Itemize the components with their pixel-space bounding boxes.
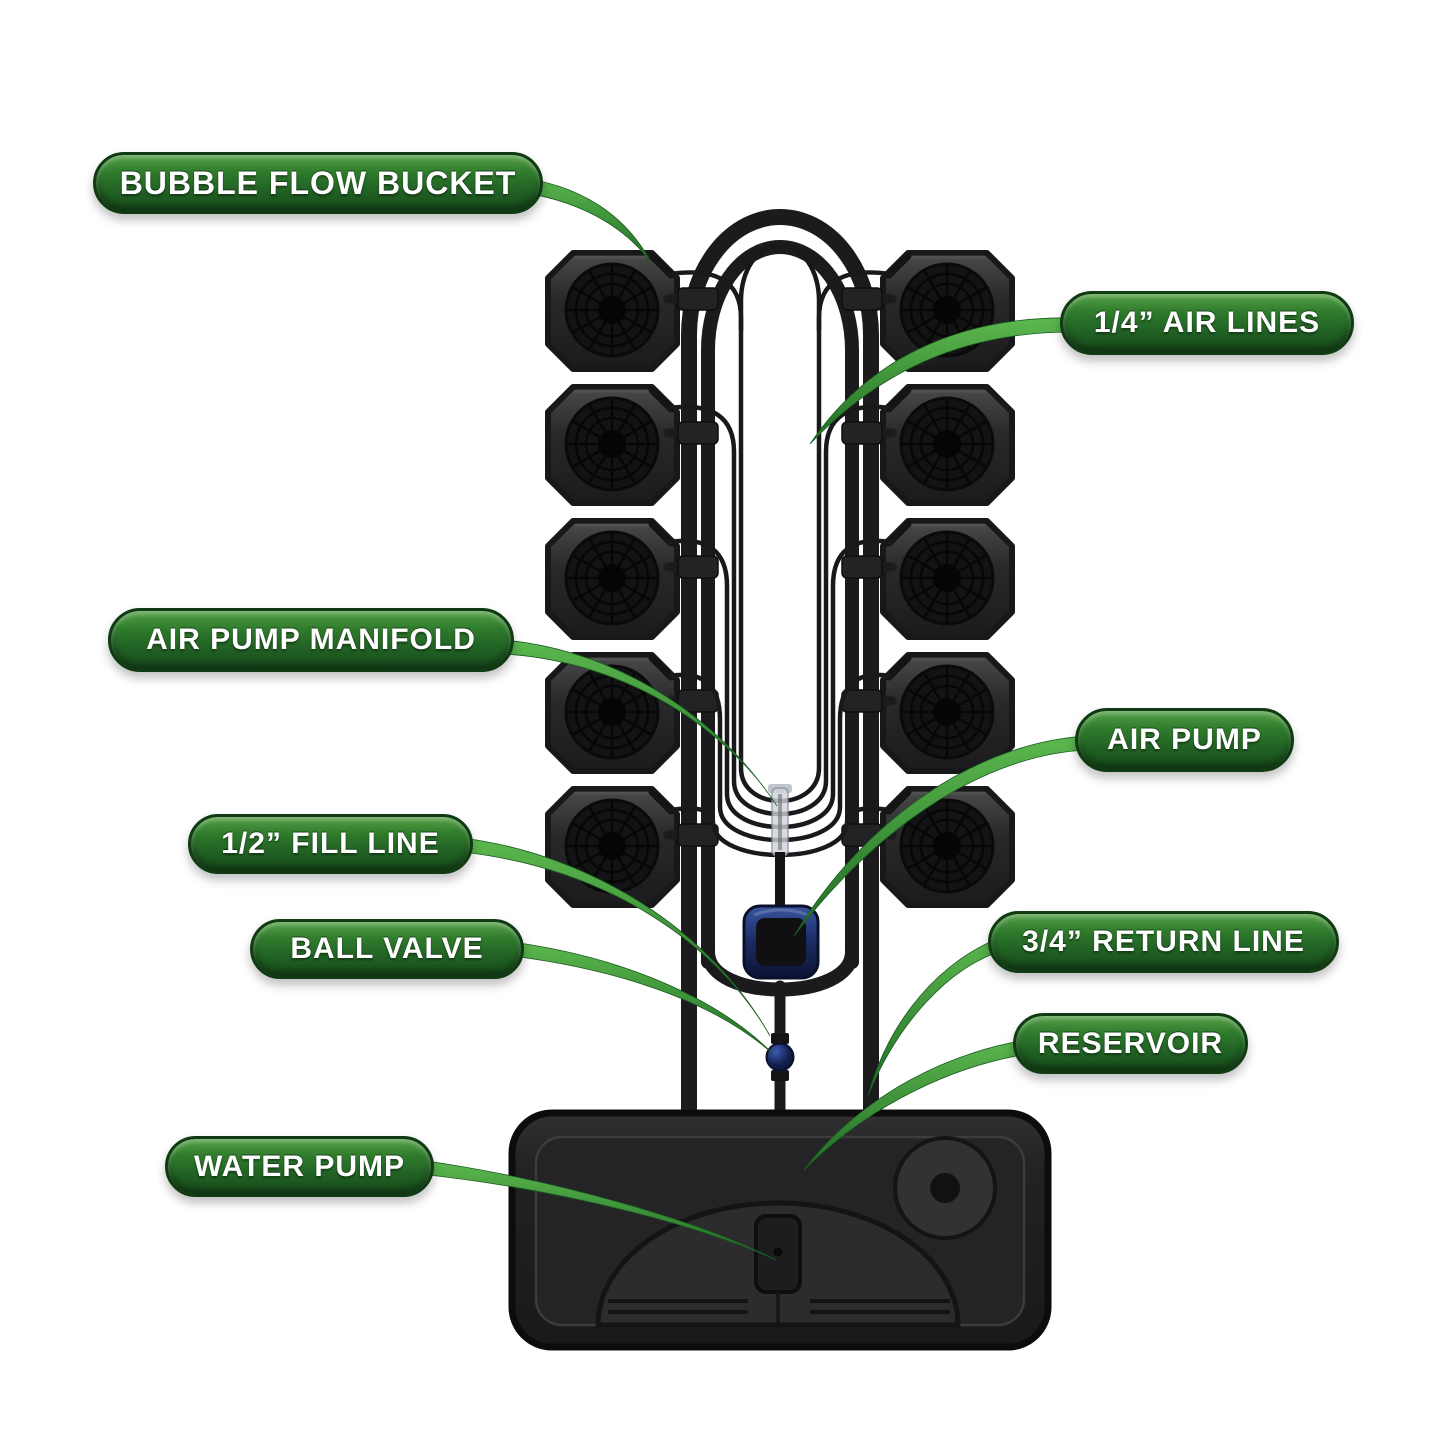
reservoir	[508, 1109, 1052, 1351]
label-water-pump: WATER PUMP	[165, 1136, 434, 1197]
label-ball-valve: BALL VALVE	[250, 919, 524, 979]
plumbing	[663, 209, 897, 1158]
reservoir-port-hole	[930, 1173, 960, 1203]
leader-air-lines	[809, 317, 1073, 445]
label-air-lines: 1/4” AIR LINES	[1060, 291, 1354, 355]
reservoir-grooves	[608, 1299, 950, 1314]
bucket	[548, 387, 677, 503]
leader-water-pump	[419, 1159, 777, 1261]
bucket	[883, 789, 1012, 905]
label-bubble-flow-bucket: BUBBLE FLOW BUCKET	[93, 152, 543, 214]
label-air-pump-manifold: AIR PUMP MANIFOLD	[108, 608, 514, 672]
bucket-air-barbs	[648, 252, 912, 815]
leader-air-pump	[793, 735, 1089, 937]
bucket	[548, 253, 677, 369]
label-air-pump: AIR PUMP	[1075, 708, 1294, 772]
bucket	[883, 655, 1012, 771]
ball-valve	[765, 1033, 795, 1081]
bucket	[883, 387, 1012, 503]
bucket-grid	[548, 253, 1012, 905]
leader-fill-line	[461, 837, 771, 1037]
label-return-line: 3/4” RETURN LINE	[988, 911, 1339, 973]
air-line-arch	[738, 242, 822, 333]
bucket	[548, 521, 677, 637]
bucket	[883, 521, 1012, 637]
label-fill-line: 1/2” FILL LINE	[188, 814, 473, 874]
leader-ball-valve	[511, 941, 774, 1055]
water-pump	[754, 1214, 802, 1323]
return-line-pipe	[681, 209, 879, 1158]
air-pump-manifold	[768, 784, 792, 915]
label-reservoir: RESERVOIR	[1013, 1013, 1248, 1074]
leader-air-pump-manifold	[504, 639, 778, 807]
air-pump	[742, 904, 820, 980]
